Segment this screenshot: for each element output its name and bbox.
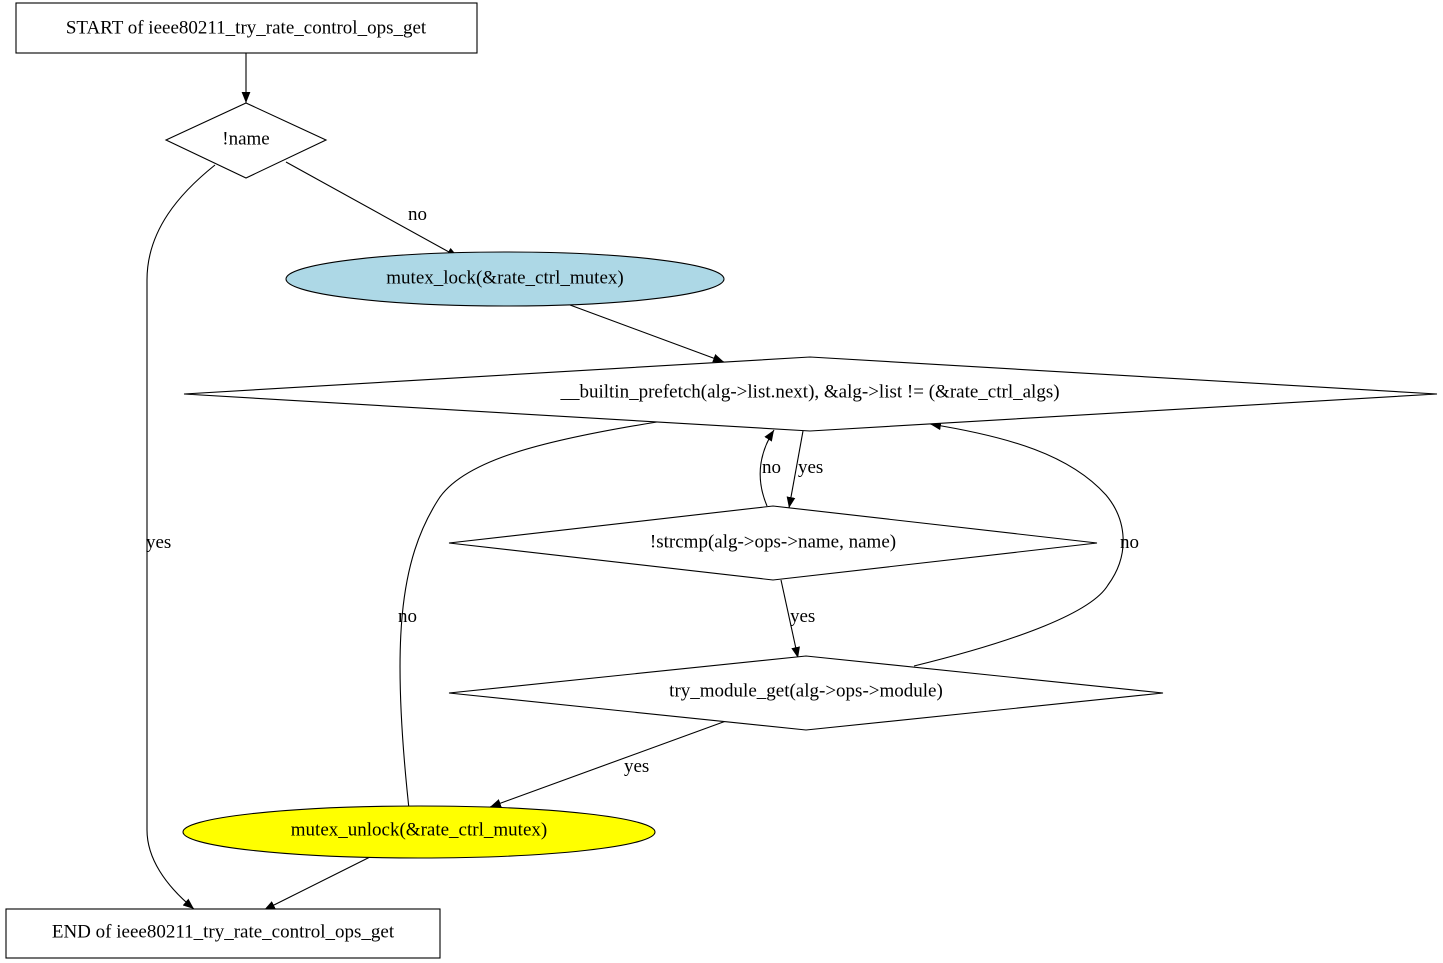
end-node-label: END of ieee80211_try_rate_control_ops_ge… bbox=[52, 922, 395, 943]
mutex-lock-node: mutex_lock(&rate_ctrl_mutex) bbox=[285, 251, 725, 307]
end-node: END of ieee80211_try_rate_control_ops_ge… bbox=[5, 908, 441, 959]
decision-name-label: !name bbox=[222, 129, 269, 150]
edge-loop-yes-to-strcmp bbox=[786, 430, 804, 509]
mutex-unlock-label: mutex_unlock(&rate_ctrl_mutex) bbox=[291, 820, 547, 841]
mutex-lock-label: mutex_lock(&rate_ctrl_mutex) bbox=[386, 268, 623, 289]
edge-label-loop-yes: yes bbox=[798, 457, 823, 478]
start-node-label: START of ieee80211_try_rate_control_ops_… bbox=[66, 18, 427, 39]
start-node: START of ieee80211_try_rate_control_ops_… bbox=[15, 2, 478, 54]
edge-name-no-to-lock bbox=[285, 161, 459, 258]
edge-lock-to-loop bbox=[569, 304, 725, 363]
edge-label-name-yes: yes bbox=[146, 532, 171, 553]
decision-strcmp-label: !strcmp(alg->ops->name, name) bbox=[650, 532, 896, 553]
decision-loop: __builtin_prefetch(alg->list.next), &alg… bbox=[183, 356, 1438, 432]
decision-module-get-label: try_module_get(alg->ops->module) bbox=[669, 681, 943, 702]
decision-loop-label: __builtin_prefetch(alg->list.next), &alg… bbox=[559, 382, 1059, 403]
edge-label-strcmp-yes: yes bbox=[790, 606, 815, 627]
edge-label-name-no: no bbox=[408, 204, 427, 225]
edge-unlock-to-end bbox=[263, 856, 371, 911]
edge-loop-no-to-unlock bbox=[399, 421, 658, 819]
edge-name-yes-to-end bbox=[146, 164, 216, 910]
edge-label-loop-no: no bbox=[398, 606, 417, 627]
edge-label-module-yes: yes bbox=[624, 756, 649, 777]
decision-name: !name bbox=[164, 102, 328, 179]
mutex-unlock-node: mutex_unlock(&rate_ctrl_mutex) bbox=[182, 805, 656, 859]
decision-strcmp: !strcmp(alg->ops->name, name) bbox=[448, 505, 1098, 581]
edge-strcmp-no-to-loop bbox=[759, 429, 775, 507]
edge-strcmp-yes-to-module bbox=[780, 579, 800, 659]
edge-label-strcmp-no: no bbox=[762, 457, 781, 478]
decision-module-get: try_module_get(alg->ops->module) bbox=[448, 655, 1164, 731]
edge-module-yes-to-unlock bbox=[489, 720, 727, 808]
edge-label-module-no: no bbox=[1120, 532, 1139, 553]
edge-module-no-to-loop bbox=[913, 421, 1124, 667]
